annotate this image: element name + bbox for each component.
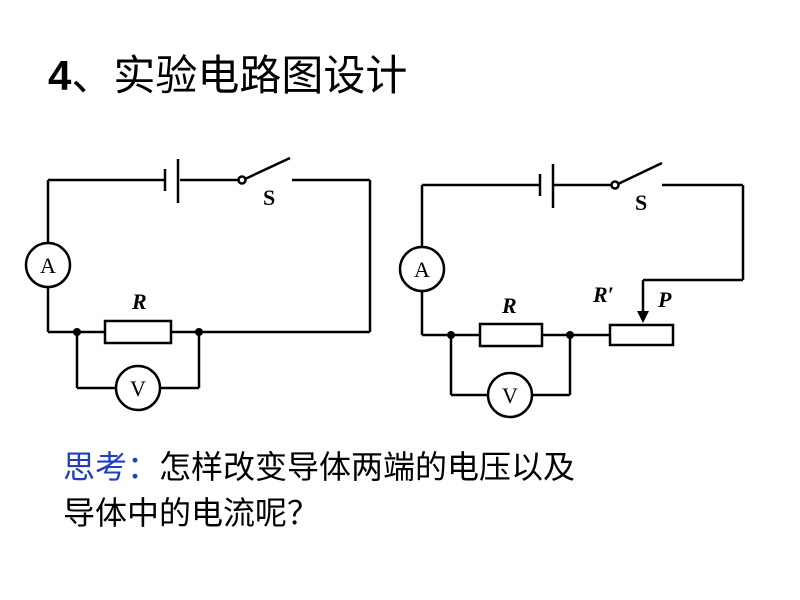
- resistor: [103, 319, 173, 345]
- title-text: 、实验电路图设计: [71, 51, 408, 100]
- resistor: [478, 322, 544, 348]
- title-number: 4: [48, 52, 72, 99]
- slide-title: 4、实验电路图设计: [48, 48, 407, 104]
- slider-arrow: [637, 311, 649, 323]
- voltmeter-branch: [75, 332, 201, 390]
- question-line1-text: 怎样改变导体两端的电压以及: [159, 448, 576, 486]
- circuit-diagram-right: S P R′ A R V: [398, 161, 745, 419]
- switch-symbol: [610, 161, 663, 190]
- switch-label: S: [263, 185, 275, 210]
- voltmeter-label: V: [130, 376, 146, 401]
- ammeter-label: A: [40, 253, 56, 278]
- circuit-diagram-left: S A R V: [24, 156, 372, 412]
- resistor-label: R: [501, 293, 517, 318]
- slider-label: P: [657, 287, 672, 312]
- voltmeter: [486, 371, 534, 419]
- switch-label: S: [635, 190, 647, 215]
- battery-symbol: [163, 159, 180, 203]
- resistor-label: R: [131, 289, 147, 314]
- voltmeter: [114, 364, 162, 412]
- question-line-1: 思考：怎样改变导体两端的电压以及: [63, 444, 763, 490]
- rheostat-label: R′: [592, 282, 614, 307]
- question-line-2: 导体中的电流呢？: [63, 494, 320, 532]
- rheostat-slider-wire: [641, 185, 745, 317]
- switch-symbol: [237, 156, 291, 185]
- battery-symbol: [538, 164, 555, 208]
- voltmeter-label: V: [502, 383, 518, 408]
- voltmeter-branch: [449, 335, 572, 397]
- rheostat: [608, 323, 675, 347]
- ammeter-label: A: [414, 257, 430, 282]
- question-text: 思考：怎样改变导体两端的电压以及 导体中的电流呢？: [63, 444, 763, 536]
- question-label: 思考：: [63, 448, 160, 486]
